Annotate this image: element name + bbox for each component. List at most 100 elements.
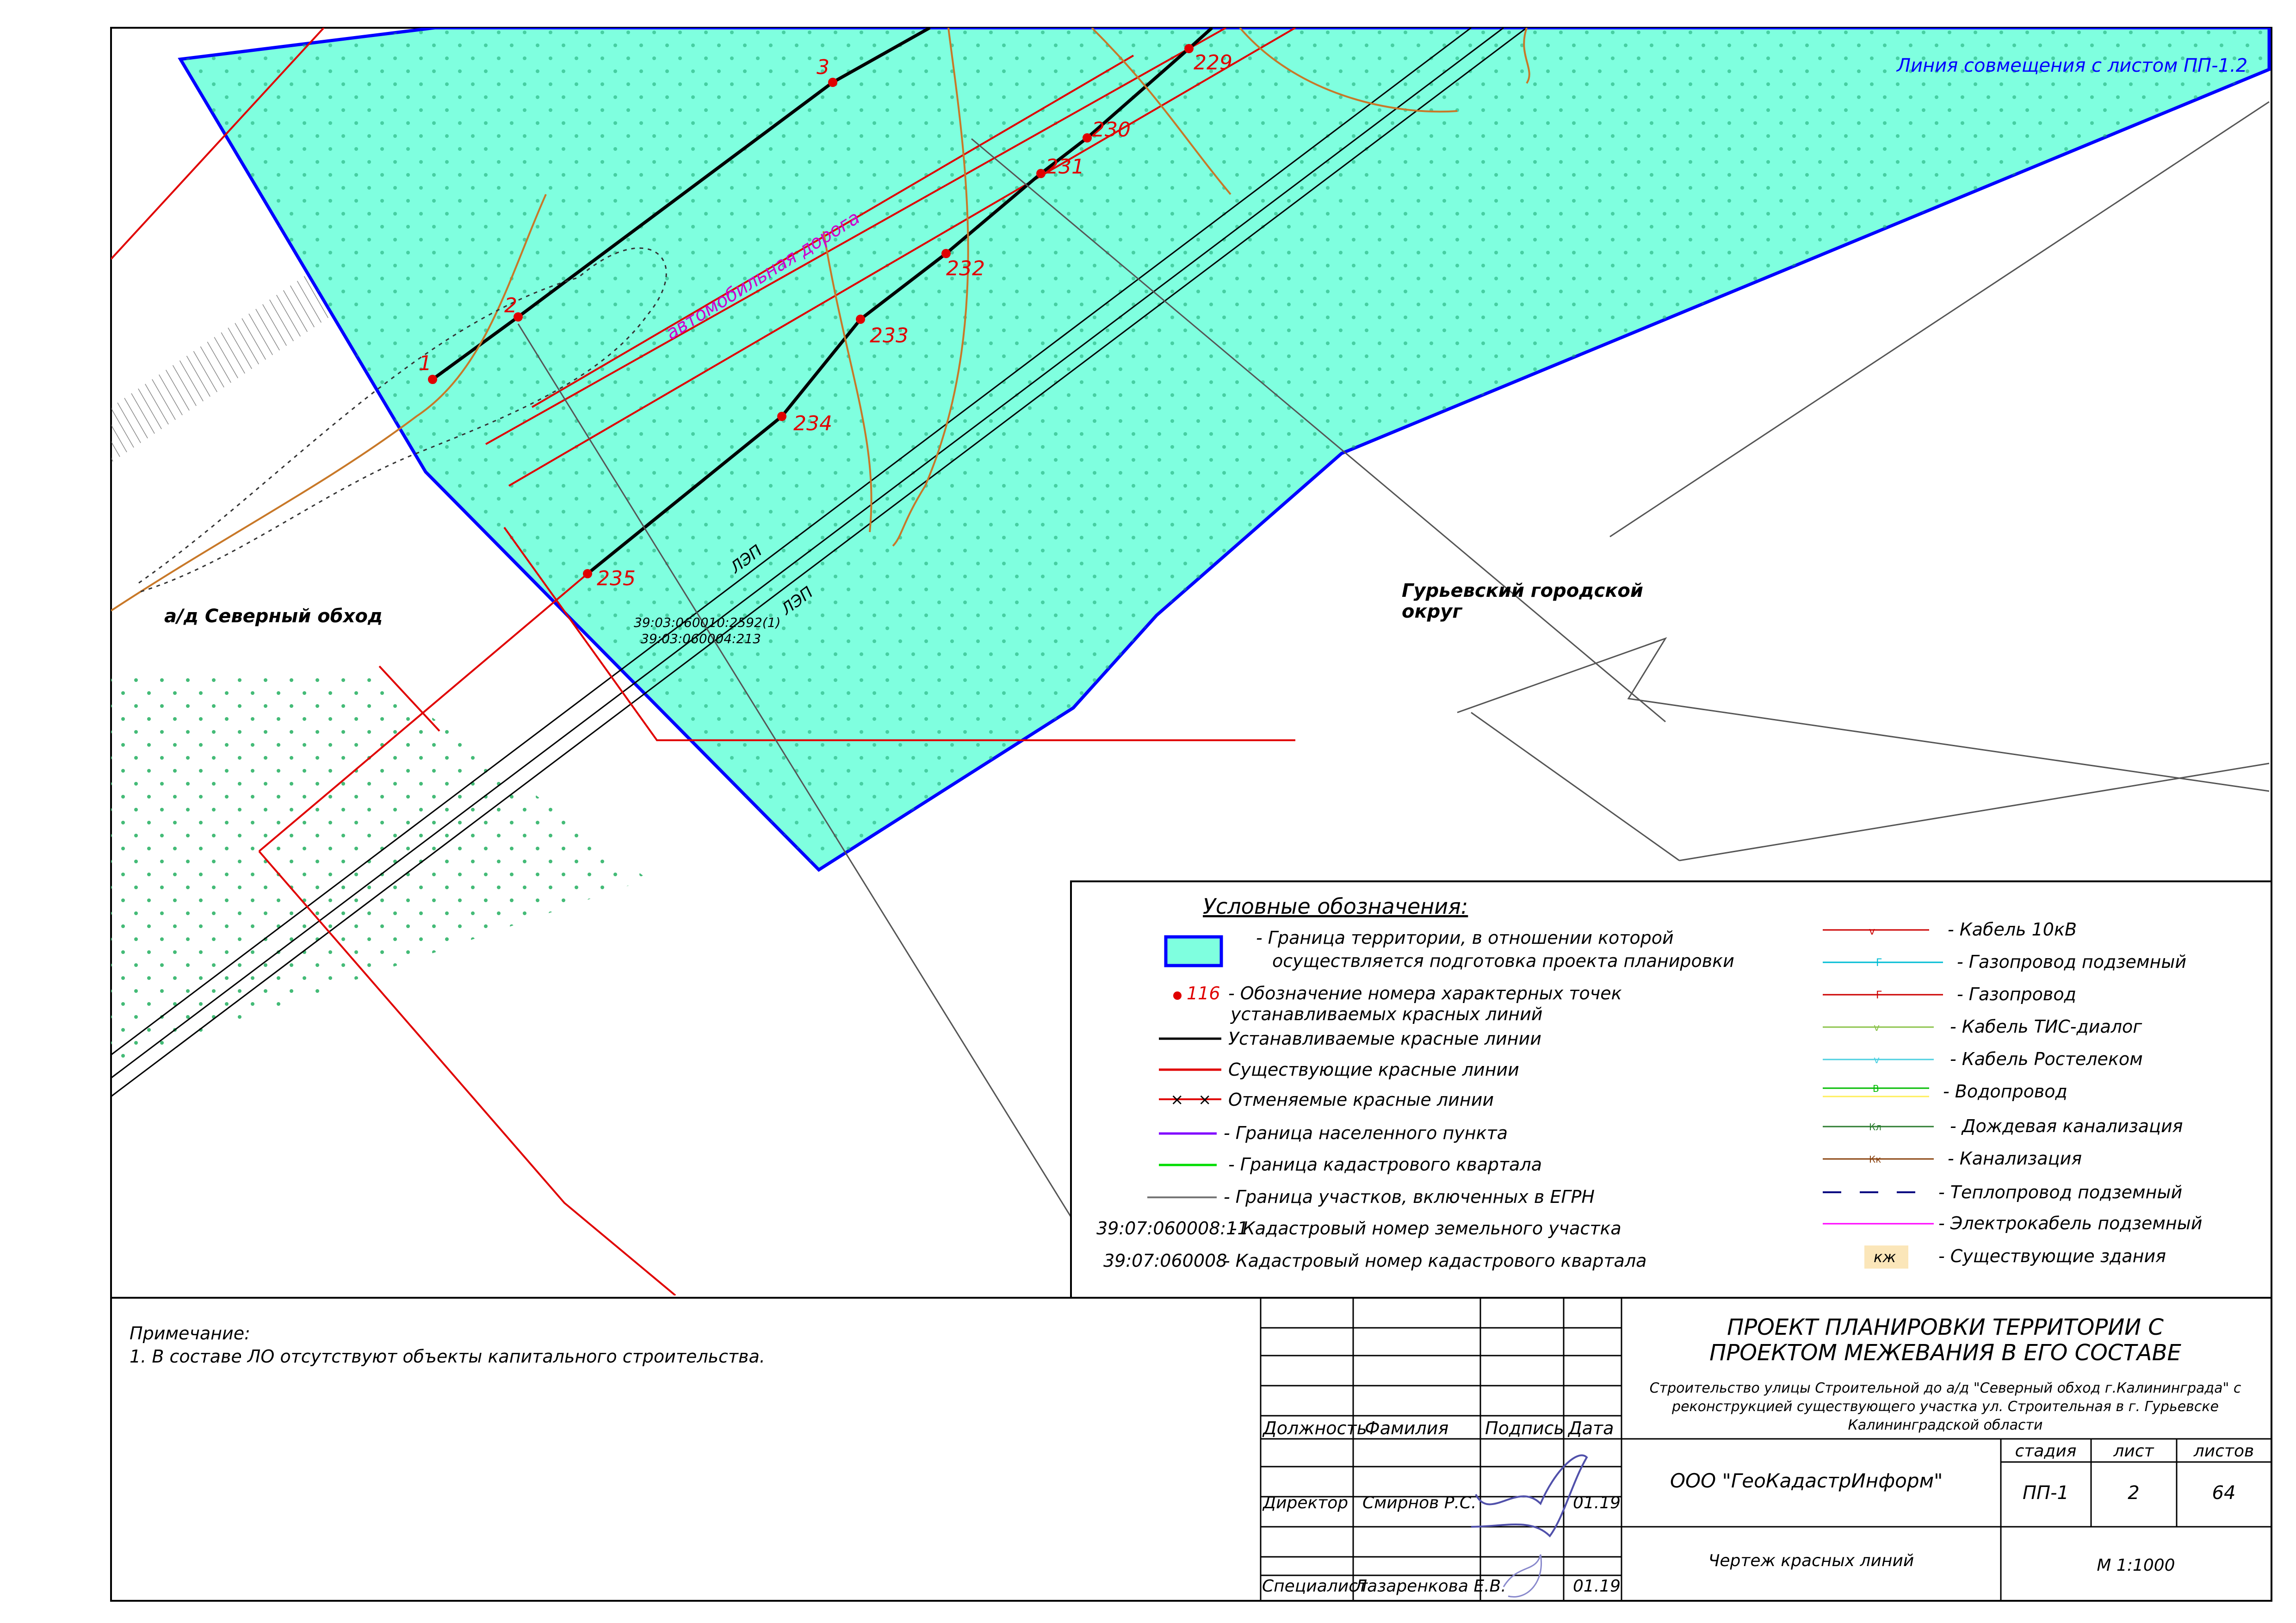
- legend-utility: В - Водопровод: [1823, 1081, 2067, 1102]
- building-mark: кж: [1874, 1248, 1896, 1266]
- legend-point-1: - Обозначение номера характерных точек: [1228, 983, 1622, 1004]
- existing-red-lines: [111, 28, 1296, 1295]
- note-title: Примечание:: [130, 1323, 250, 1344]
- stamp-title-1: ПРОЕКТ ПЛАНИРОВКИ ТЕРРИТОРИИ С: [1727, 1314, 2164, 1340]
- cadastral-label-1: 39:03:060010:2592(1): [634, 615, 780, 630]
- point-label: 2: [504, 294, 517, 317]
- legend-building-text: - Существующие здания: [1938, 1246, 2166, 1266]
- utility-label: - Газопровод подземный: [1957, 952, 2186, 972]
- utility-mark: В: [1873, 1083, 1879, 1094]
- stamp-subtitle-2: реконструкцией существующего участка ул.…: [1671, 1399, 2219, 1415]
- signature-director: [1471, 1454, 1588, 1538]
- legend-frame: [1070, 880, 2272, 1299]
- new-red-lines: [431, 28, 1213, 575]
- legend-settlement: - Граница населенного пункта: [1224, 1123, 1508, 1143]
- legend-utility: Кк - Канализация: [1823, 1148, 2082, 1169]
- stamp-row1-date: 01.19: [1573, 1493, 1621, 1512]
- stamp-h-sheets: листов: [2193, 1442, 2254, 1461]
- point-label: 3: [817, 56, 829, 79]
- legend-point-swatch: [1173, 991, 1182, 1000]
- stamp-title-2: ПРОЕКТОМ МЕЖЕВАНИЯ В ЕГО СОСТАВЕ: [1709, 1340, 2181, 1366]
- stamp-subtitle-3: Калининградской области: [1848, 1417, 2043, 1433]
- contour-lines: [111, 28, 1530, 612]
- planning-territory-dots: [180, 28, 2269, 870]
- cadastral-label-2: 39:03:060004:213: [641, 631, 761, 646]
- utility-label: - Теплопровод подземный: [1938, 1182, 2182, 1202]
- district-label-1: Гурьевский городской: [1402, 580, 1643, 601]
- legend-quarter: - Граница кадастрового квартала: [1228, 1154, 1542, 1175]
- signature-specialist: [1503, 1554, 1542, 1598]
- legend-utility: v - Кабель ТИС-диалог: [1823, 1016, 2142, 1037]
- legend-utilities: v - Кабель 10кВ Г - Газопровод подземный…: [1823, 919, 2202, 1269]
- legend-cancelled-red: Отменяемые красные линии: [1228, 1090, 1494, 1110]
- utility-mark: Г: [1876, 990, 1882, 1001]
- point-label: 235: [597, 567, 636, 590]
- utility-mark: Кк: [1869, 1154, 1881, 1165]
- utility-label: - Электрокабель подземный: [1938, 1213, 2202, 1233]
- title-block-text: Должность Фамилия Подпись Дата Директор …: [1262, 1314, 2254, 1598]
- legend: Условные обозначения: - Граница территор…: [1070, 880, 2272, 1299]
- point-label: 1: [419, 352, 432, 375]
- legend-territory-1: - Граница территории, в отношении которо…: [1256, 928, 1674, 948]
- parcel-borders: [517, 101, 2270, 1295]
- legend-utility: v - Кабель Ростелеком: [1823, 1049, 2143, 1069]
- legend-utility: v - Кабель 10кВ: [1823, 919, 2077, 940]
- utility-label: - Кабель ТИС-диалог: [1950, 1016, 2142, 1037]
- point-label: 229: [1194, 51, 1232, 74]
- legend-territory-2: осуществляется подготовка проекта планир…: [1272, 951, 1734, 971]
- utility-label: - Кабель 10кВ: [1948, 919, 2077, 940]
- stamp-company: ООО "ГеоКадастрИнформ": [1670, 1469, 1943, 1492]
- utility-mark: v: [1869, 926, 1875, 937]
- stamp-h-surname: Фамилия: [1365, 1418, 1448, 1438]
- legend-quarter-number-example: 39:07:060008: [1103, 1251, 1227, 1271]
- point-label: 230: [1092, 118, 1131, 142]
- stamp-row2-date: 01.19: [1573, 1577, 1621, 1596]
- stamp-h-stage: стадия: [2015, 1442, 2077, 1461]
- stamp-h-signature: Подпись: [1485, 1418, 1564, 1438]
- legend-utility: Г - Газопровод: [1823, 984, 2076, 1004]
- legend-point-2: устанавливаемых красных линий: [1230, 1004, 1543, 1024]
- stamp-row2-name: Лазаренкова Е.В.: [1354, 1577, 1506, 1596]
- stamp-h-sheet: лист: [2113, 1442, 2154, 1461]
- vegetation-area: [111, 671, 648, 1064]
- stamp-sheets: 64: [2212, 1482, 2236, 1504]
- map-area: автомобильная дорога 3 229 230 231 2 1 2…: [111, 28, 2271, 1295]
- utility-label: - Кабель Ростелеком: [1950, 1049, 2143, 1069]
- legend-parcel-number-example: 39:07:060008:11: [1096, 1218, 1249, 1239]
- legend-title: Условные обозначения:: [1203, 894, 1468, 919]
- legend-utility: - Теплопровод подземный: [1823, 1182, 2182, 1202]
- utility-label: - Дождевая канализация: [1950, 1116, 2183, 1136]
- legend-building: кж - Существующие здания: [1864, 1245, 2166, 1269]
- legend-point-example: 116: [1187, 983, 1220, 1004]
- legend-existing-red: Существующие красные линии: [1228, 1059, 1519, 1080]
- utility-label: - Канализация: [1948, 1148, 2082, 1169]
- stamp-subtitle-1: Строительство улицы Строительной до а/д …: [1650, 1380, 2241, 1396]
- stamp-row2-position: Специалист: [1262, 1577, 1368, 1596]
- legend-quarter-number: - Кадастровый номер кадастрового квартал…: [1224, 1251, 1646, 1271]
- point-label: 232: [946, 257, 985, 280]
- stamp-h-position: Должность: [1262, 1418, 1367, 1438]
- utility-mark: v: [1874, 1054, 1880, 1066]
- legend-territory-swatch: [1164, 935, 1223, 967]
- legend-parcel-number: - Кадастровый номер земельного участка: [1231, 1218, 1621, 1239]
- note-line: 1. В составе ЛО отсутствуют объекты капи…: [130, 1346, 765, 1367]
- district-label-2: округ: [1402, 601, 1462, 622]
- point-label: 234: [793, 412, 832, 435]
- powerline-strip: [111, 28, 1527, 1097]
- cross-mark-icon: ×: [1198, 1090, 1212, 1109]
- utility-label: - Газопровод: [1957, 984, 2076, 1004]
- junction-label: Линия совмещения с листом ПП-1.2: [1896, 55, 2247, 76]
- stamp-stage: ПП-1: [2023, 1482, 2069, 1504]
- utility-mark: Г: [1876, 957, 1882, 969]
- point-label: 233: [870, 324, 909, 347]
- stamp-h-date: Дата: [1567, 1418, 1614, 1438]
- point-labels: 3 229 230 231 2 1 232 233 234 235: [419, 51, 1232, 590]
- stamp-sheet: 2: [2128, 1482, 2139, 1504]
- stamp-row1-position: Директор: [1262, 1493, 1348, 1512]
- legend-utility: - Электрокабель подземный: [1823, 1213, 2202, 1233]
- title-block: [1260, 1298, 2271, 1601]
- utility-mark: v: [1874, 1022, 1880, 1034]
- cross-mark-icon: ×: [1170, 1090, 1184, 1109]
- stamp-drawing-name: Чертеж красных линий: [1708, 1551, 1914, 1570]
